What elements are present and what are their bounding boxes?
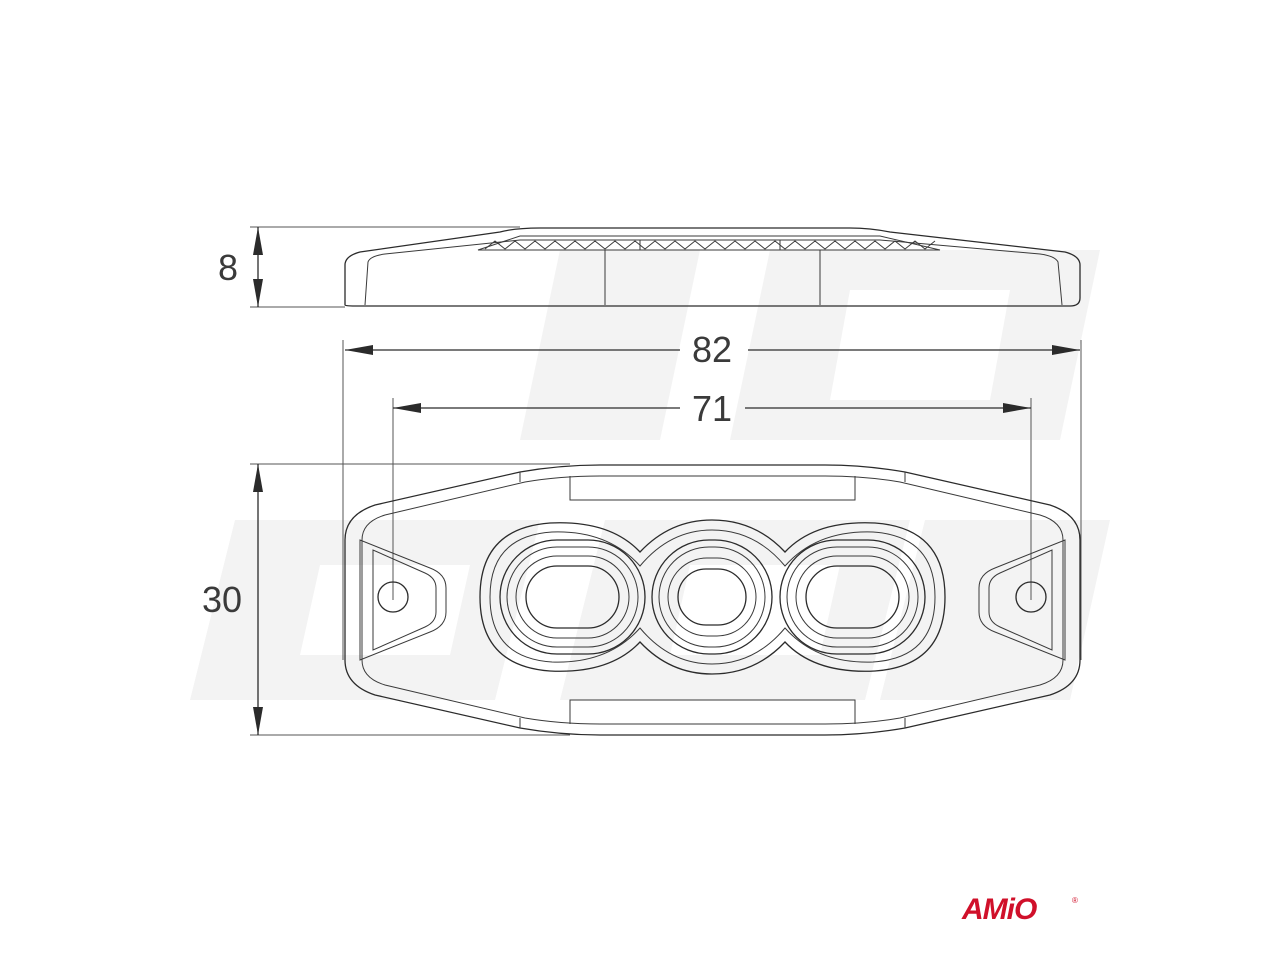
led-cluster-outline <box>479 519 946 675</box>
led-lens-1 <box>499 539 646 655</box>
led-lens-2 <box>651 539 773 655</box>
left-mounting-tab <box>359 539 447 661</box>
right-mounting-tab <box>978 539 1066 661</box>
brand-logo-text: AMiO <box>961 893 1037 926</box>
arrow-left-icon <box>393 403 421 413</box>
brand-logo: AMiO ® <box>961 893 1078 926</box>
top-view <box>344 464 1081 736</box>
side-view-outline <box>344 227 1081 307</box>
height-dimension: 8 <box>218 226 520 308</box>
side-view-led-lens <box>484 240 936 250</box>
mounting-spacing-label: 71 <box>692 388 732 429</box>
registered-mark: ® <box>1072 896 1078 905</box>
housing-outline <box>344 464 1081 736</box>
side-view <box>344 227 1081 307</box>
mounting-hole-right <box>1015 581 1047 613</box>
led-lens-3 <box>779 539 926 655</box>
mounting-spacing-dimension: 71 <box>392 388 1032 600</box>
depth-dimension: 30 <box>202 463 570 736</box>
arrow-left-icon <box>345 345 373 355</box>
height-label: 8 <box>218 247 238 288</box>
total-width-label: 82 <box>692 329 732 370</box>
arrow-up-icon <box>253 464 263 492</box>
watermark <box>190 250 1110 700</box>
arrow-right-icon <box>1052 345 1080 355</box>
arrow-right-icon <box>1003 403 1031 413</box>
total-width-dimension: 82 <box>342 329 1082 660</box>
arrow-down-icon <box>253 707 263 735</box>
arrow-down-icon <box>253 279 263 307</box>
mounting-hole-left <box>377 581 409 613</box>
arrow-up-icon <box>253 227 263 255</box>
depth-label: 30 <box>202 579 242 620</box>
